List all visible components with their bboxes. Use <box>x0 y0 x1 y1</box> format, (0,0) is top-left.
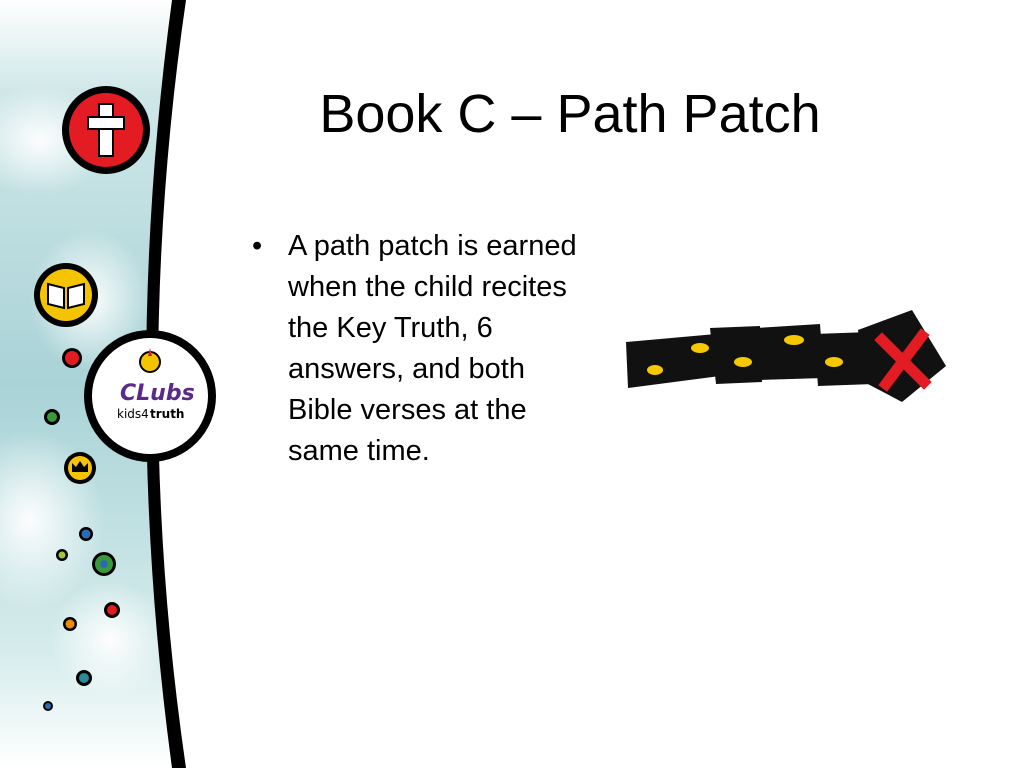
bullet-item: • A path patch is earned when the child … <box>250 226 590 472</box>
bullet-marker: • <box>252 230 263 262</box>
slide-title: Book C – Path Patch <box>319 84 821 144</box>
logo-tagline-suffix: truth <box>150 407 184 421</box>
small-badge-navy <box>43 701 53 711</box>
footprints-path-patch-icon <box>626 310 946 402</box>
clubs-logo: CLubs kids4 truth <box>84 330 216 462</box>
path-segment-3 <box>756 324 824 380</box>
small-badge-yellow-green <box>56 549 68 561</box>
path-segment-4 <box>814 332 874 386</box>
globe-icon <box>92 552 116 576</box>
path-segment-1 <box>626 334 720 388</box>
small-badge-orange <box>63 617 77 631</box>
path-segment-2 <box>710 326 762 384</box>
crown-icon <box>64 452 96 484</box>
logo-tagline-prefix: kids4 <box>117 407 149 421</box>
left-decorative-border: CLubs kids4 truth <box>0 0 260 768</box>
small-badge-green <box>44 409 60 425</box>
open-book-icon <box>34 263 98 327</box>
path-segment-end <box>858 310 946 402</box>
small-badge-red-2 <box>104 602 120 618</box>
logo-word: CLubs <box>120 381 195 406</box>
bullet-text: A path patch is earned when the child re… <box>288 230 577 467</box>
small-badge-teal <box>76 670 92 686</box>
small-badge-blue <box>79 527 93 541</box>
bullet-list: • A path patch is earned when the child … <box>250 226 590 472</box>
cross-icon <box>62 86 150 174</box>
small-badge-red <box>62 348 82 368</box>
